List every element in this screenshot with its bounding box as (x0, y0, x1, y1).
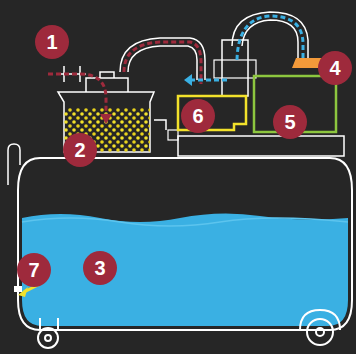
callout-number: 6 (192, 106, 203, 126)
callout-number: 3 (94, 258, 105, 278)
callout-number: 4 (329, 58, 340, 78)
callout-circle: 1 (35, 25, 69, 59)
tank-outline (18, 158, 352, 330)
wheels (38, 310, 340, 348)
callout-circle: 7 (17, 253, 51, 287)
callout-number: 7 (28, 260, 39, 280)
callout-number: 2 (74, 140, 85, 160)
callout-number: 5 (284, 112, 295, 132)
water (22, 213, 348, 326)
callout-circle: 5 (273, 105, 307, 139)
callout-circle: 6 (181, 99, 215, 133)
platform (178, 136, 344, 156)
callout-circle: 2 (63, 133, 97, 167)
callout-circle: 4 (318, 51, 352, 85)
pump-column (222, 40, 248, 96)
callout-circle: 3 (83, 251, 117, 285)
callout-number: 1 (46, 32, 57, 52)
control-box (254, 76, 336, 132)
